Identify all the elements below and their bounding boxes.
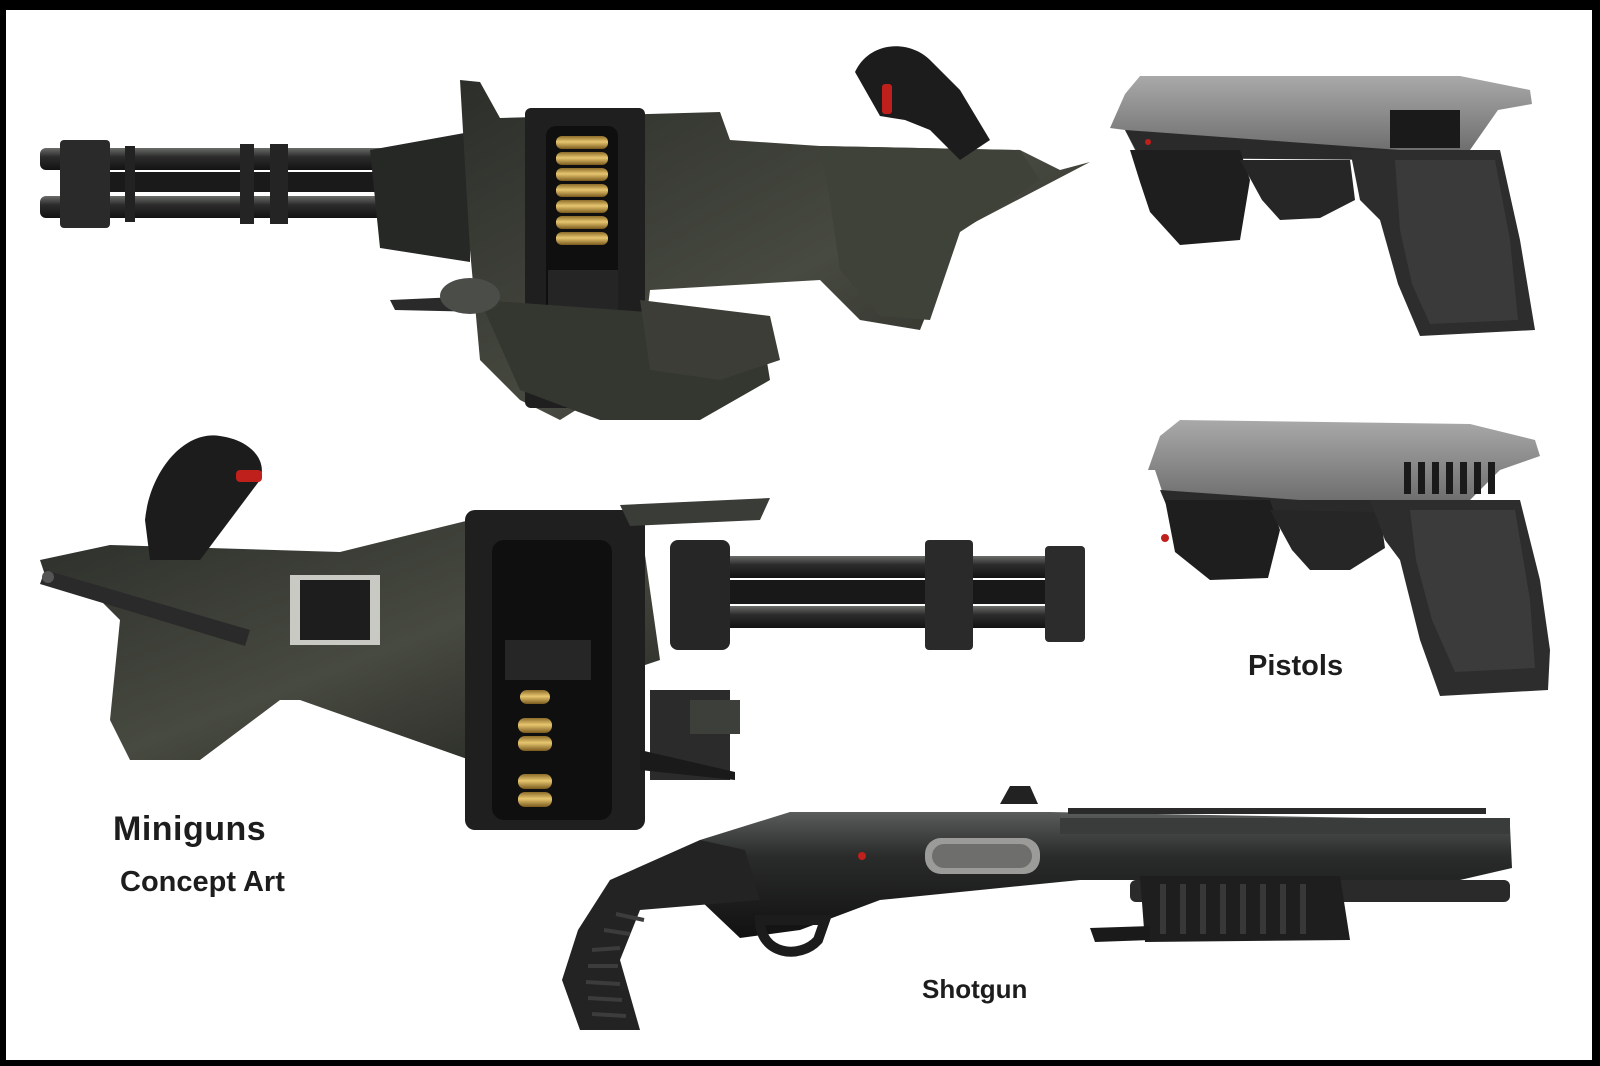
pistols-caption: Pistols <box>1248 650 1344 682</box>
minigun-bottom-illustration <box>40 435 1085 830</box>
shotgun-illustration <box>562 786 1512 1030</box>
pistol-top-illustration <box>1110 76 1535 336</box>
pistol-bottom-illustration <box>1148 420 1550 696</box>
minigun-top-illustration <box>40 46 1090 420</box>
concept-art-caption: Concept Art <box>120 866 285 898</box>
miniguns-caption: Miniguns <box>113 810 267 848</box>
shotgun-caption: Shotgun <box>922 974 1028 1004</box>
